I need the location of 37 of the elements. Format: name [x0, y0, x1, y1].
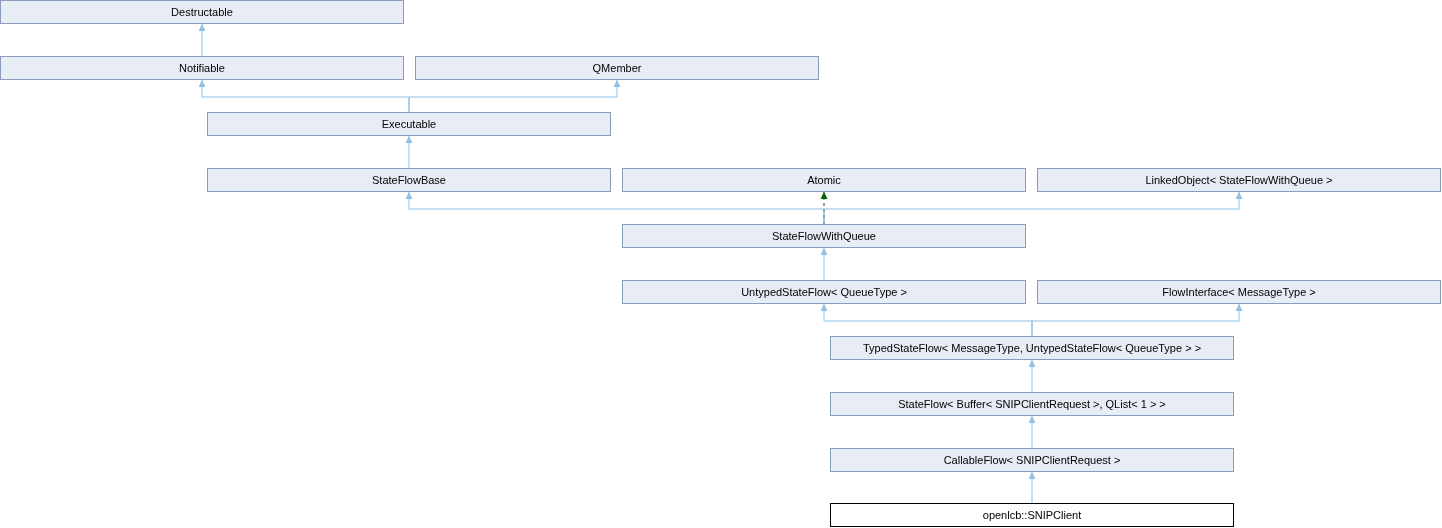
- class-box: [207, 112, 611, 136]
- class-name: UntypedStateFlow< QueueType >: [741, 286, 907, 298]
- inheritance-arrow: [405, 135, 413, 169]
- class-box: [622, 168, 1026, 192]
- class-name: Executable: [381, 118, 437, 130]
- class-name: StateFlowBase: [372, 174, 446, 186]
- class-name: openlcb::SNIPClient: [982, 509, 1082, 521]
- class-box: [830, 448, 1234, 472]
- class-box: [830, 336, 1234, 360]
- inheritance-arrow: [1031, 303, 1243, 337]
- class-name: TypedStateFlow< MessageType, UntypedStateFlow< QueueType > >: [862, 342, 1202, 354]
- inheritance-arrow: [198, 23, 206, 57]
- class-name: LinkedObject< StateFlowWithQueue >: [1145, 174, 1333, 186]
- inheritance-arrow: [1028, 415, 1036, 449]
- inheritance-arrow: [820, 247, 828, 281]
- class-box: [1037, 168, 1441, 192]
- class-name: StateFlowWithQueue: [772, 230, 876, 242]
- class-name: CallableFlow< SNIPClientRequest >: [943, 454, 1121, 466]
- class-name: QMember: [592, 62, 642, 74]
- class-box: [830, 392, 1234, 416]
- class-box: [0, 56, 404, 80]
- class-box: [415, 56, 819, 80]
- inheritance-arrow: [408, 79, 621, 113]
- class-box: [1037, 280, 1441, 304]
- class-name: Destructable: [171, 6, 233, 18]
- class-box: [622, 224, 1026, 248]
- class-name: Notifiable: [179, 62, 225, 74]
- class-name: Atomic: [807, 174, 841, 186]
- inheritance-arrow: [1028, 359, 1036, 393]
- class-box: [830, 503, 1234, 527]
- class-box: [207, 168, 611, 192]
- inheritance-arrow: [823, 191, 1243, 225]
- class-box: [622, 280, 1026, 304]
- class-box: [0, 0, 404, 24]
- class-name: FlowInterface< MessageType >: [1162, 286, 1316, 298]
- inheritance-arrow: [1028, 471, 1036, 504]
- class-name: StateFlow< Buffer< SNIPClientRequest >, QList< 1 > >: [898, 398, 1166, 410]
